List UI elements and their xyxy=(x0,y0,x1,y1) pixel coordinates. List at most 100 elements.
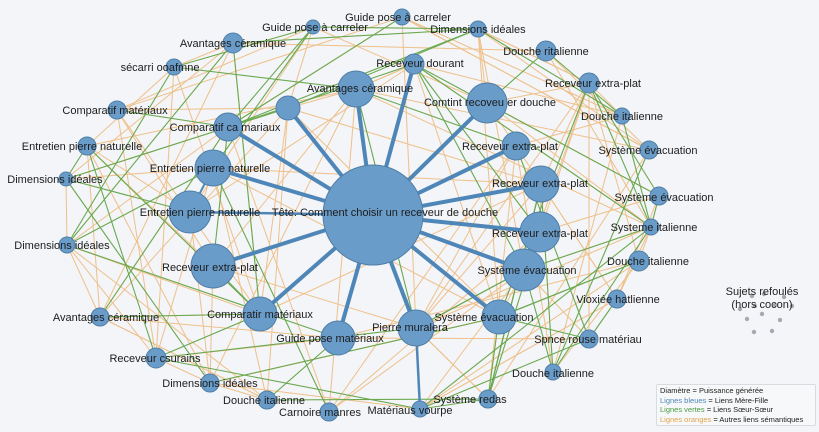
semantic-edge xyxy=(477,28,590,84)
sibling-edge xyxy=(419,338,590,410)
topic-node[interactable] xyxy=(578,72,600,94)
node-label: Douche ritalienne xyxy=(503,46,589,58)
node-labels: Tête: Comment choisir un receveur de dou… xyxy=(7,12,713,419)
topic-node[interactable] xyxy=(337,70,375,108)
semantic-edge xyxy=(232,42,547,52)
sibling-edge xyxy=(212,126,229,267)
topic-node[interactable] xyxy=(194,149,232,187)
topic-node[interactable] xyxy=(502,248,546,292)
topic-node[interactable] xyxy=(90,307,110,327)
topic-node[interactable] xyxy=(305,19,321,35)
sibling-edge xyxy=(155,357,421,410)
topic-node[interactable] xyxy=(403,53,425,75)
topic-node[interactable] xyxy=(397,309,435,347)
semantic-edge xyxy=(65,178,68,246)
legend: Diamètre = Puissance générée Lignes bleu… xyxy=(656,384,816,426)
topic-node[interactable] xyxy=(535,40,557,62)
repressed-topic-dot xyxy=(737,306,743,312)
sibling-edge xyxy=(66,244,339,339)
topic-node[interactable] xyxy=(519,211,561,253)
semantic-edge xyxy=(413,63,500,318)
semantic-edge xyxy=(419,269,525,410)
sibling-edge xyxy=(588,82,660,197)
topic-node[interactable] xyxy=(319,402,339,422)
semantic-edge xyxy=(415,145,517,329)
node-label: Avantages céramique xyxy=(307,83,413,95)
topic-node[interactable] xyxy=(165,58,183,76)
legend-blue-value: = Liens Mère-Fille xyxy=(706,395,769,405)
topic-node[interactable] xyxy=(257,390,277,410)
node-label: Douche italienne xyxy=(581,111,663,123)
topic-node[interactable] xyxy=(478,389,498,409)
topic-node[interactable] xyxy=(481,299,517,335)
node-label: Guide pose matériaux xyxy=(276,333,384,345)
semantic-edge xyxy=(515,115,623,147)
node-label: Spnce rouse matériau xyxy=(534,334,642,346)
repressed-line1: Sujets refoulés xyxy=(725,286,799,298)
topic-node[interactable] xyxy=(466,82,508,124)
node-label: Avantages céramique xyxy=(180,38,286,50)
semantic-edge xyxy=(99,316,339,339)
topic-node[interactable] xyxy=(393,8,411,26)
topic-node[interactable] xyxy=(275,95,301,121)
sibling-edge xyxy=(173,26,314,68)
topic-node[interactable] xyxy=(320,320,356,356)
sibling-edge xyxy=(155,327,417,359)
semantic-edge xyxy=(540,82,590,185)
topic-node[interactable] xyxy=(501,131,531,161)
node-label: Receveur csurains xyxy=(109,353,201,365)
semantic-edge xyxy=(486,102,652,228)
node-label: Receveur dourant xyxy=(376,58,463,70)
semantic-edge xyxy=(337,337,590,340)
topic-node[interactable] xyxy=(168,190,212,234)
semantic-edge xyxy=(155,66,175,359)
repressed-line2: (hors cocon) xyxy=(731,299,793,311)
topic-node[interactable] xyxy=(58,236,76,254)
repressed-topic-dot xyxy=(751,329,757,335)
topic-node[interactable] xyxy=(613,107,631,125)
topic-node[interactable] xyxy=(145,347,167,369)
sibling-edge xyxy=(212,26,314,169)
topic-node[interactable] xyxy=(639,140,659,160)
topic-node[interactable] xyxy=(242,296,278,332)
semantic-edge xyxy=(189,211,211,384)
semantic-edge xyxy=(539,195,660,233)
node-label: Guide pose à carreler xyxy=(262,22,368,34)
semantic-edge xyxy=(66,244,157,359)
topic-node[interactable] xyxy=(190,243,236,289)
semantic-edge xyxy=(209,382,268,401)
node-label: Douche italienne xyxy=(223,395,305,407)
topic-node[interactable] xyxy=(222,32,244,54)
topic-node[interactable] xyxy=(607,289,627,309)
node-label: Comparatif matériaux xyxy=(62,105,168,117)
topic-node[interactable] xyxy=(200,373,220,393)
topic-node[interactable] xyxy=(213,112,243,142)
topic-node[interactable] xyxy=(642,218,660,236)
topic-node[interactable] xyxy=(411,400,429,418)
topic-node[interactable] xyxy=(649,186,669,206)
legend-green-value: = Liens Sœur-Sœur xyxy=(704,405,774,414)
topic-node[interactable] xyxy=(107,100,127,120)
semantic-edge xyxy=(209,382,421,410)
topic-node[interactable] xyxy=(579,329,599,349)
topic-node[interactable] xyxy=(469,20,487,38)
node-label: Système redas xyxy=(433,394,507,406)
semantic-edge xyxy=(401,16,623,117)
node-label: Douche italienne xyxy=(607,256,689,268)
semantic-edge xyxy=(227,126,330,413)
center-node[interactable] xyxy=(322,164,424,266)
topic-node[interactable] xyxy=(58,171,74,187)
topic-node[interactable] xyxy=(544,363,562,381)
sibling-edge xyxy=(498,260,640,318)
repressed-topics-dots xyxy=(737,291,795,335)
sibling-edge xyxy=(155,313,261,359)
topic-node[interactable] xyxy=(77,136,97,156)
sibling-edge xyxy=(99,313,261,318)
sibling-edge xyxy=(552,226,652,373)
node-label: Avantages céramique xyxy=(53,312,159,324)
topic-node[interactable] xyxy=(628,250,650,272)
topic-node[interactable] xyxy=(522,165,560,203)
repressed-topic-dot xyxy=(769,328,775,334)
legend-orange-value: = Autres liens sémantiques xyxy=(711,414,804,424)
legend-diameter: Diamètre = Puissance générée xyxy=(660,386,764,395)
